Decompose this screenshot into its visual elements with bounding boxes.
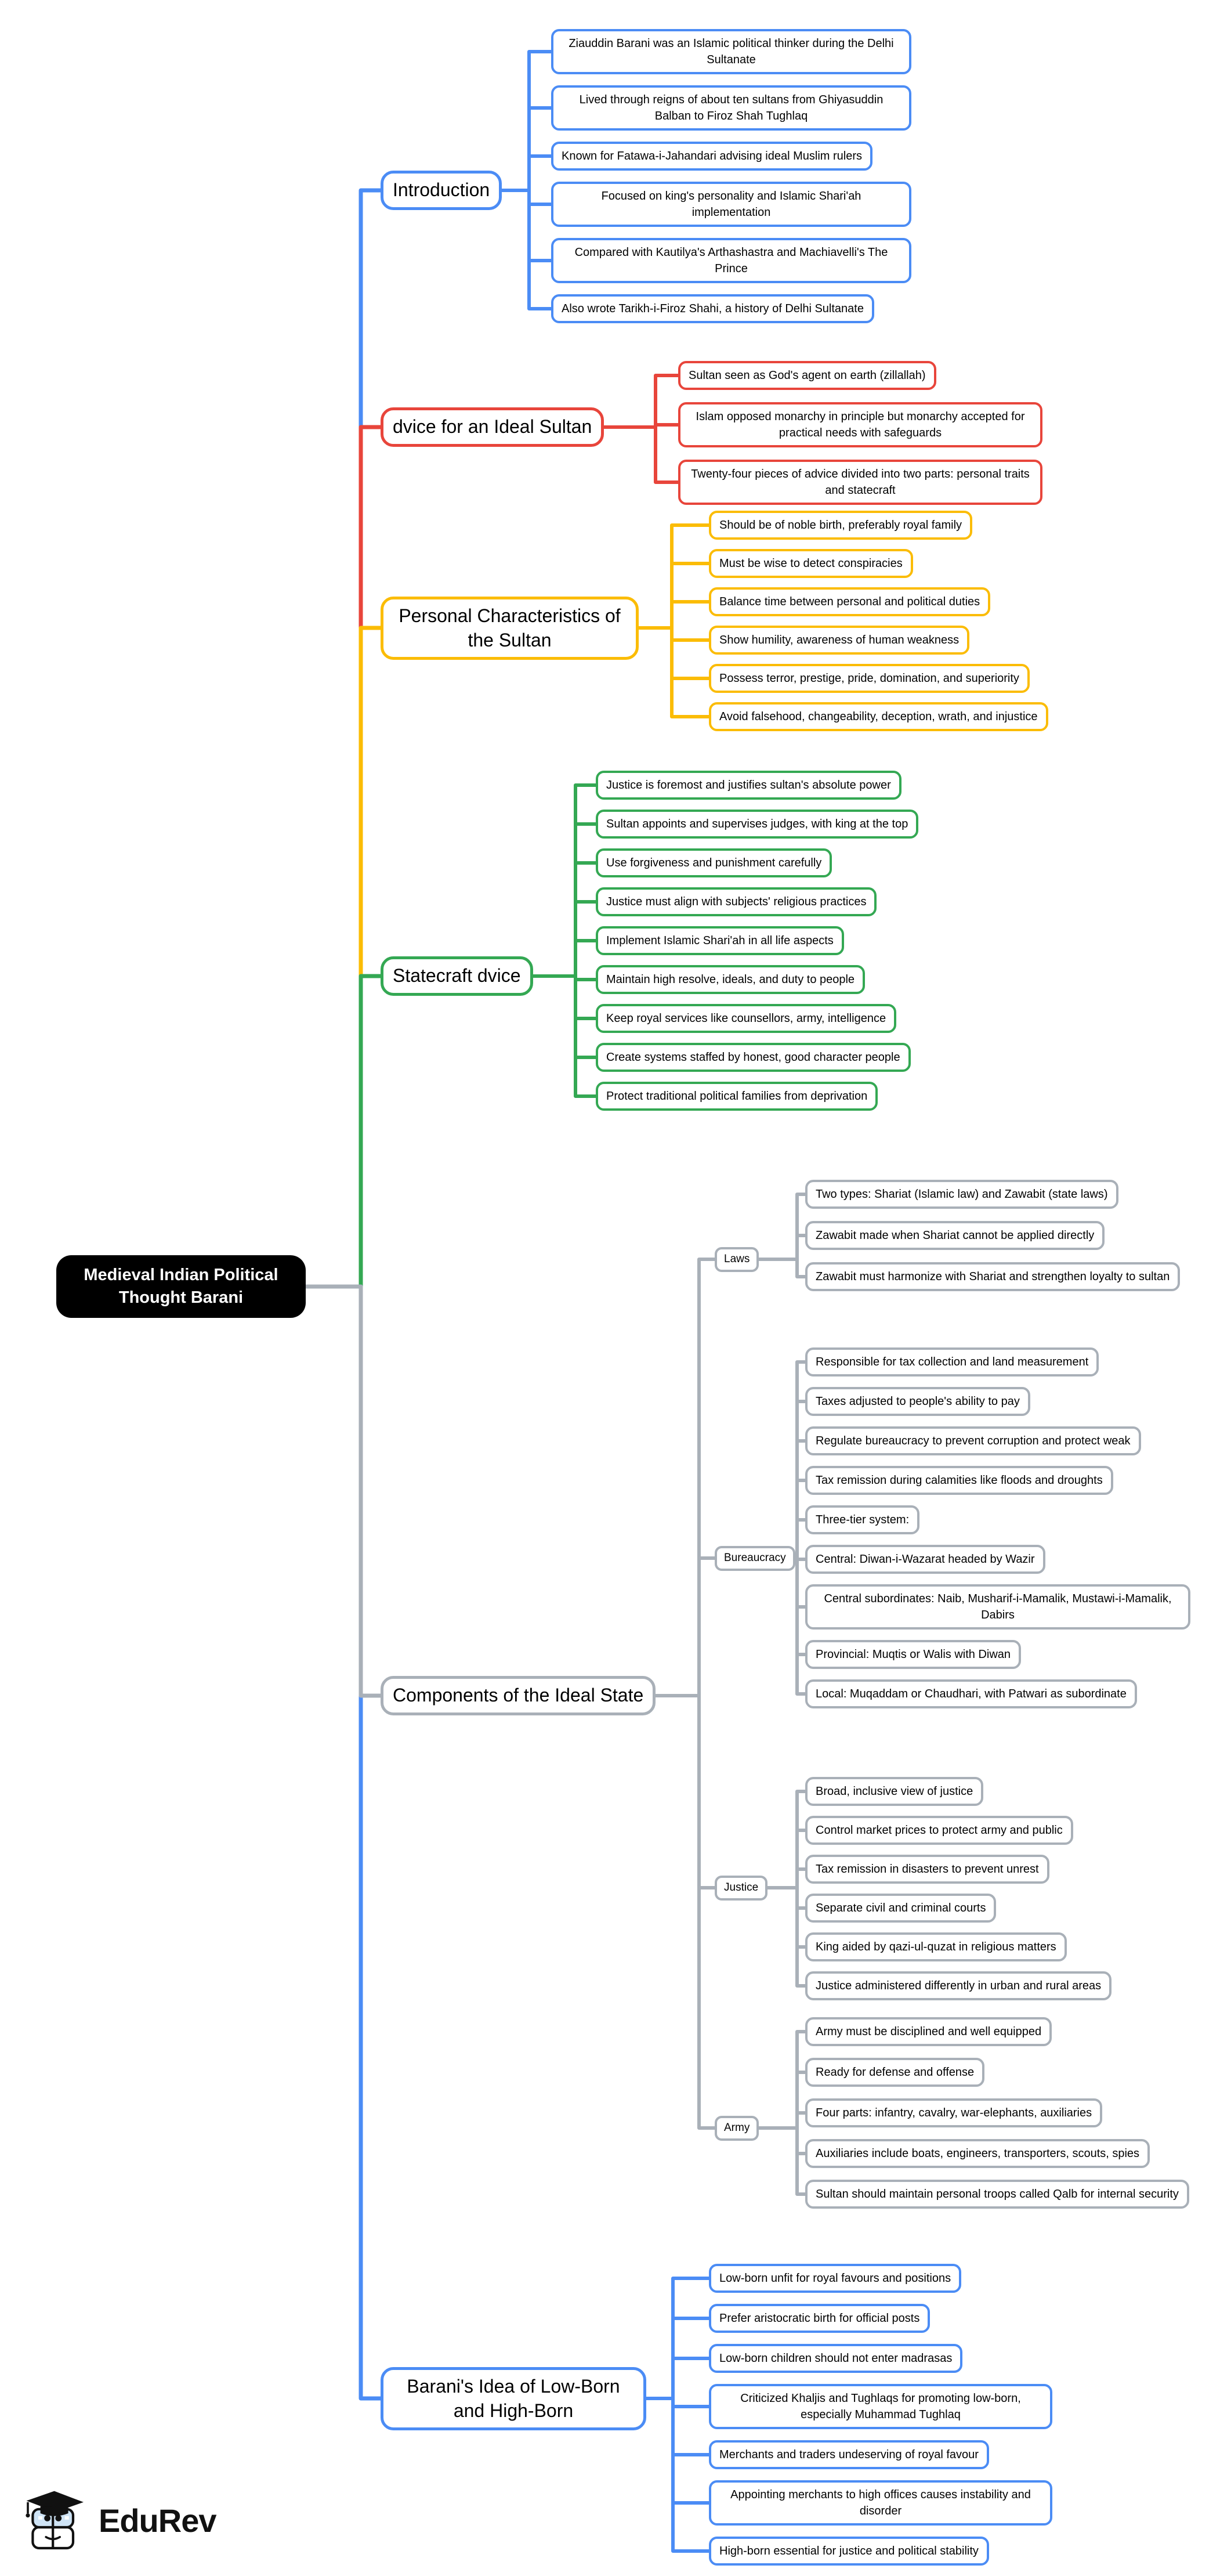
statecraft-advice-item: Use forgiveness and punishment carefully xyxy=(596,848,832,877)
laws-item: Two types: Shariat (Islamic law) and Zaw… xyxy=(805,1180,1118,1209)
bureaucracy-item: Tax remission during calamities like flo… xyxy=(805,1466,1113,1495)
personal-characteristics-items: Should be of noble birth, preferably roy… xyxy=(709,511,1048,731)
edurev-mascot-icon xyxy=(26,2491,84,2550)
bureaucracy-item: Central subordinates: Naib, Musharif-i-M… xyxy=(805,1584,1190,1630)
bureaucracy-item: Regulate bureaucracy to prevent corrupti… xyxy=(805,1426,1141,1455)
introduction-item: Also wrote Tarikh-i-Firoz Shahi, a histo… xyxy=(551,294,874,323)
army-items: Army must be disciplined and well equipp… xyxy=(805,2017,1189,2209)
bureaucracy-item: Provincial: Muqtis or Walis with Diwan xyxy=(805,1640,1022,1669)
introduction-item: Focused on king's personality and Islami… xyxy=(551,182,911,227)
low-born-high-born-item: Merchants and traders undeserving of roy… xyxy=(709,2440,989,2469)
low-born-high-born-item: Prefer aristocratic birth for official p… xyxy=(709,2304,931,2333)
justice-item: Control market prices to protect army an… xyxy=(805,1816,1073,1845)
subbranch-justice-node: Justice xyxy=(715,1876,768,1901)
statecraft-advice-item: Keep royal services like counsellors, ar… xyxy=(596,1004,897,1033)
statecraft-advice-item: Protect traditional political families f… xyxy=(596,1082,878,1111)
low-born-high-born-item: High-born essential for justice and poli… xyxy=(709,2537,989,2566)
bureaucracy-item: Local: Muqaddam or Chaudhari, with Patwa… xyxy=(805,1679,1137,1708)
introduction-items: Ziauddin Barani was an Islamic political… xyxy=(551,29,911,323)
statecraft-advice-item: Maintain high resolve, ideals, and duty … xyxy=(596,965,866,994)
personal-characteristics-item: Show humility, awareness of human weakne… xyxy=(709,626,970,655)
statecraft-advice-items: Justice is foremost and justifies sultan… xyxy=(596,771,919,1111)
personal-characteristics-item: Balance time between personal and politi… xyxy=(709,587,991,616)
bureaucracy-items: Responsible for tax collection and land … xyxy=(805,1347,1190,1708)
branch-components-ideal-state-header: Components of the Ideal State xyxy=(381,1676,656,1715)
subbranch-bureaucracy-node: Bureaucracy xyxy=(715,1546,795,1571)
branch-low-born-high-born-header: Barani's Idea of Low-Born and High-Born xyxy=(381,2367,646,2431)
statecraft-advice-item: Justice must align with subjects' religi… xyxy=(596,887,877,916)
advice-for-ideal-sultan-item: Islam opposed monarchy in principle but … xyxy=(678,402,1042,447)
army-item: Sultan should maintain personal troops c… xyxy=(805,2180,1189,2209)
subbranch-laws-node: Laws xyxy=(715,1247,759,1272)
introduction-item: Ziauddin Barani was an Islamic political… xyxy=(551,29,911,74)
branch-introduction-header: Introduction xyxy=(381,171,502,210)
introduction-item: Known for Fatawa-i-Jahandari advising id… xyxy=(551,142,872,171)
laws-items: Two types: Shariat (Islamic law) and Zaw… xyxy=(805,1180,1181,1291)
introduction-item: Compared with Kautilya's Arthashastra an… xyxy=(551,238,911,283)
statecraft-advice-item: Sultan appoints and supervises judges, w… xyxy=(596,810,919,839)
justice-item: King aided by qazi-ul-quzat in religious… xyxy=(805,1932,1067,1961)
bureaucracy-item: Taxes adjusted to people's ability to pa… xyxy=(805,1387,1030,1416)
low-born-high-born-item: Criticized Khaljis and Tughlaqs for prom… xyxy=(709,2384,1052,2429)
branch-personal-characteristics-header: Personal Characteristics of the Sultan xyxy=(381,597,639,660)
army-item: Auxiliaries include boats, engineers, tr… xyxy=(805,2139,1150,2168)
laws-item: Zawabit made when Shariat cannot be appl… xyxy=(805,1221,1105,1250)
personal-characteristics-item: Should be of noble birth, preferably roy… xyxy=(709,511,973,540)
justice-item: Separate civil and criminal courts xyxy=(805,1894,997,1923)
introduction-item: Lived through reigns of about ten sultan… xyxy=(551,85,911,131)
low-born-high-born-item: Low-born unfit for royal favours and pos… xyxy=(709,2264,962,2293)
low-born-high-born-items: Low-born unfit for royal favours and pos… xyxy=(709,2264,1052,2566)
statecraft-advice-item: Create systems staffed by honest, good c… xyxy=(596,1043,911,1072)
bureaucracy-item: Central: Diwan-i-Wazarat headed by Wazir xyxy=(805,1545,1045,1574)
low-born-high-born-item: Low-born children should not enter madra… xyxy=(709,2344,963,2373)
statecraft-advice-item: Implement Islamic Shari'ah in all life a… xyxy=(596,926,844,955)
subbranch-army-node: Army xyxy=(715,2116,759,2141)
justice-item: Justice administered differently in urba… xyxy=(805,1971,1112,2000)
personal-characteristics-item: Must be wise to detect conspiracies xyxy=(709,549,913,578)
root-node: Medieval Indian Political Thought Barani xyxy=(56,1255,306,1318)
army-item: Ready for defense and offense xyxy=(805,2058,985,2087)
bureaucracy-item: Three-tier system: xyxy=(805,1505,920,1534)
army-item: Army must be disciplined and well equipp… xyxy=(805,2017,1052,2046)
personal-characteristics-item: Avoid falsehood, changeability, deceptio… xyxy=(709,702,1048,731)
edurev-logo-text: EduRev xyxy=(99,2502,216,2539)
laws-item: Zawabit must harmonize with Shariat and … xyxy=(805,1262,1181,1291)
justice-item: Tax remission in disasters to prevent un… xyxy=(805,1855,1049,1884)
branch-statecraft-advice-header: Statecraft dvice xyxy=(381,956,533,996)
branch-advice-for-ideal-sultan-header: dvice for an Ideal Sultan xyxy=(381,407,604,447)
statecraft-advice-item: Justice is foremost and justifies sultan… xyxy=(596,771,901,800)
low-born-high-born-item: Appointing merchants to high offices cau… xyxy=(709,2480,1052,2526)
justice-item: Broad, inclusive view of justice xyxy=(805,1777,984,1806)
personal-characteristics-item: Possess terror, prestige, pride, dominat… xyxy=(709,664,1030,693)
bureaucracy-item: Responsible for tax collection and land … xyxy=(805,1347,1099,1376)
advice-for-ideal-sultan-items: Sultan seen as God's agent on earth (zil… xyxy=(678,361,1042,505)
army-item: Four parts: infantry, cavalry, war-eleph… xyxy=(805,2098,1103,2127)
advice-for-ideal-sultan-item: Sultan seen as God's agent on earth (zil… xyxy=(678,361,936,390)
advice-for-ideal-sultan-item: Twenty-four pieces of advice divided int… xyxy=(678,460,1042,505)
edurev-logo: EduRev xyxy=(21,2485,216,2555)
